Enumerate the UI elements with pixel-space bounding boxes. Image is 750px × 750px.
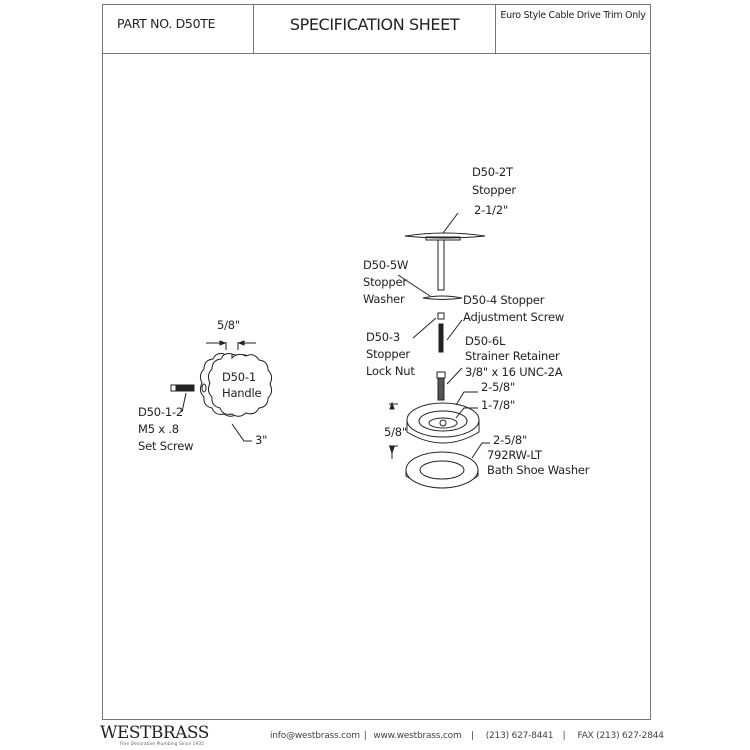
logo-tagline: Fine Decorative Plumbing Since 1935 (120, 742, 205, 747)
drain-drawing (389, 212, 490, 489)
washer-line1-label: Stopper (363, 275, 407, 289)
title-cell: SPECIFICATION SHEET (254, 5, 496, 53)
locknut-line2-label: Lock Nut (366, 364, 415, 378)
fax-number: FAX (213) 627-2844 (577, 731, 664, 741)
handle-name-label: Handle (222, 386, 262, 400)
part-number-cell: PART NO. D50TE (103, 5, 254, 53)
handle-width-label: 5/8" (217, 318, 240, 332)
shoe-washer-size-label: 2-5/8" (493, 433, 528, 447)
shoe-washer-name-label: Bath Shoe Washer (487, 463, 590, 477)
washer-line2-label: Washer (363, 292, 405, 306)
flange-inner-label: 1-7/8" (481, 398, 516, 412)
stopper-part-label: D50-2T (472, 165, 513, 179)
sheet-subtitle: Euro Style Cable Drive Trim Only (500, 10, 646, 21)
stopper-name-label: Stopper (472, 183, 516, 197)
phone-number: (213) 627-8441 (485, 731, 554, 741)
handle-part-label: D50-1 (222, 370, 256, 384)
separator: | (363, 731, 367, 741)
locknut-line1-label: Stopper (366, 347, 410, 361)
contact-bar: info@westbrass.com| www.westbrass.com | … (270, 731, 668, 741)
part-number: PART NO. D50TE (117, 16, 216, 31)
adjust-screw-line1-label: D50-4 Stopper (463, 293, 545, 307)
flange-height-label: 5/8" (384, 425, 407, 439)
flange-outer-label: 2-5/8" (481, 380, 516, 394)
sheet-title: SPECIFICATION SHEET (289, 15, 460, 34)
spec-sheet-frame: PART NO. D50TE SPECIFICATION SHEET Euro … (102, 4, 651, 720)
retainer-name-label: Strainer Retainer (465, 349, 560, 363)
set-screw-name-label: Set Screw (138, 439, 194, 453)
separator: | (562, 731, 566, 741)
retainer-spec-label: 3/8" x 16 UNC-2A (465, 365, 563, 379)
header-row: PART NO. D50TE SPECIFICATION SHEET Euro … (103, 5, 650, 54)
shoe-washer-part-label: 792RW-LT (487, 448, 542, 462)
locknut-part-label: D50-3 (366, 330, 400, 344)
subtitle-cell: Euro Style Cable Drive Trim Only (496, 5, 650, 53)
stopper-size-label: 2-1/2" (474, 203, 509, 217)
handle-diameter-label: 3" (255, 433, 268, 447)
website-link[interactable]: www.westbrass.com (373, 731, 462, 741)
retainer-part-label: D50-6L (465, 334, 506, 348)
set-screw-spec-label: M5 x .8 (138, 422, 179, 436)
logo-brand: WESTBRASS (100, 723, 209, 743)
separator: | (470, 731, 474, 741)
email-link[interactable]: info@westbrass.com (270, 731, 360, 741)
handle-drawing (170, 340, 273, 442)
washer-part-label: D50-5W (363, 258, 409, 272)
westbrass-logo: WESTBRASS Fine Decorative Plumbing Since… (100, 724, 209, 747)
adjust-screw-line2-label: Adjustment Screw (463, 310, 565, 324)
set-screw-part-label: D50-1-2 (138, 405, 184, 419)
